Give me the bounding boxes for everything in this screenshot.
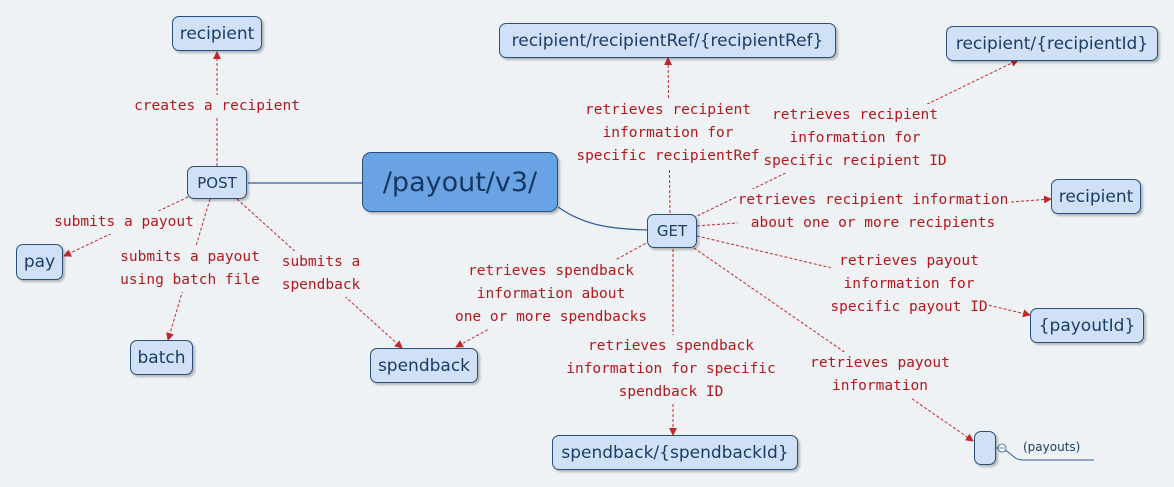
recipient-node-get[interactable]: recipient xyxy=(1051,179,1141,214)
batch-node[interactable]: batch xyxy=(130,340,193,375)
label-submits-spendback: submits a spendback xyxy=(281,251,361,297)
get-node[interactable]: GET xyxy=(647,214,697,248)
label-creates-recipient: creates a recipient xyxy=(134,95,300,118)
label-get-spendback-id: retrieves spendback information for spec… xyxy=(566,335,776,404)
recipient-ref-node[interactable]: recipient/recipientRef/{recipientRef} xyxy=(499,23,836,58)
edge-submits-payout xyxy=(63,196,189,257)
label-get-spendbacks: retrieves spendback information about on… xyxy=(454,260,648,329)
spendback-node[interactable]: spendback xyxy=(370,348,478,383)
pay-node[interactable]: pay xyxy=(16,244,63,280)
post-node[interactable]: POST xyxy=(187,166,247,199)
payout-id-node[interactable]: {payoutId} xyxy=(1030,308,1144,343)
recipient-node-post[interactable]: recipient xyxy=(172,16,262,51)
payouts-label: (payouts) xyxy=(1023,440,1081,454)
trunk-get xyxy=(557,206,649,231)
recipient-id-node[interactable]: recipient/{recipientId} xyxy=(946,26,1158,61)
root-node[interactable]: /payout/v3/ xyxy=(362,152,558,212)
label-get-recipient-id: retrieves recipient information for spec… xyxy=(763,104,947,173)
label-get-recipient-ref: retrieves recipient information for spec… xyxy=(576,99,760,168)
label-get-payouts: retrieves payout information xyxy=(810,352,950,398)
label-get-recipients: retrieves recipient information about on… xyxy=(737,189,1009,235)
spendback-id-node[interactable]: spendback/{spendbackId} xyxy=(552,435,798,470)
label-submits-batch: submits a payout using batch file xyxy=(120,246,260,292)
edge-get-payouts xyxy=(693,247,974,442)
edge-submits-batch xyxy=(166,198,211,341)
payouts-collapsed-node[interactable] xyxy=(974,431,996,465)
label-submits-payout: submits a payout xyxy=(54,211,194,234)
label-get-payout-id: retrieves payout information for specifi… xyxy=(830,250,988,319)
